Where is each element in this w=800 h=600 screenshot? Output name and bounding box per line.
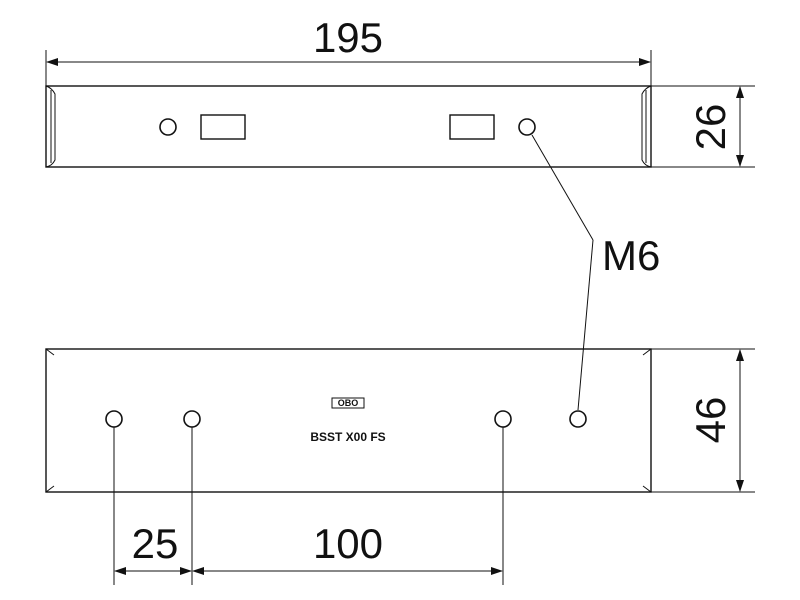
top-hole-left: [159, 118, 177, 136]
part-number: BSST X00 FS: [310, 430, 385, 444]
dimension-46-label: 46: [687, 397, 734, 444]
bottom-hole-3: [494, 410, 512, 428]
logo: OBO: [338, 398, 359, 408]
dimension-100-label: 100: [313, 520, 383, 567]
corner-marks: [45, 348, 652, 493]
bottom-hole-1: [105, 410, 123, 428]
top-slot-right: [449, 114, 495, 140]
dimension-26: 26: [651, 85, 755, 168]
dimension-195: 195: [45, 14, 652, 86]
thread-callout: M6: [531, 134, 660, 411]
thread-callout-label: M6: [602, 232, 660, 279]
bottom-hole-2: [183, 410, 201, 428]
dimension-195-label: 195: [313, 14, 383, 61]
dimension-46: 46: [651, 348, 755, 493]
bottom-view: OBO BSST X00 FS: [45, 348, 652, 493]
dimension-25-label: 25: [132, 520, 179, 567]
left-flange: [45, 85, 56, 168]
bottom-hole-4: [569, 410, 587, 428]
top-view-outline: [45, 85, 652, 168]
top-hole-right: [518, 118, 536, 136]
top-slot-left: [200, 114, 246, 140]
logo-box: [331, 397, 365, 409]
dimension-100: 100: [192, 427, 504, 585]
right-flange: [641, 85, 652, 168]
dimension-26-label: 26: [687, 104, 734, 151]
bottom-view-outline: [45, 348, 652, 493]
dimension-25: 25: [113, 427, 193, 585]
top-view: [45, 85, 652, 168]
